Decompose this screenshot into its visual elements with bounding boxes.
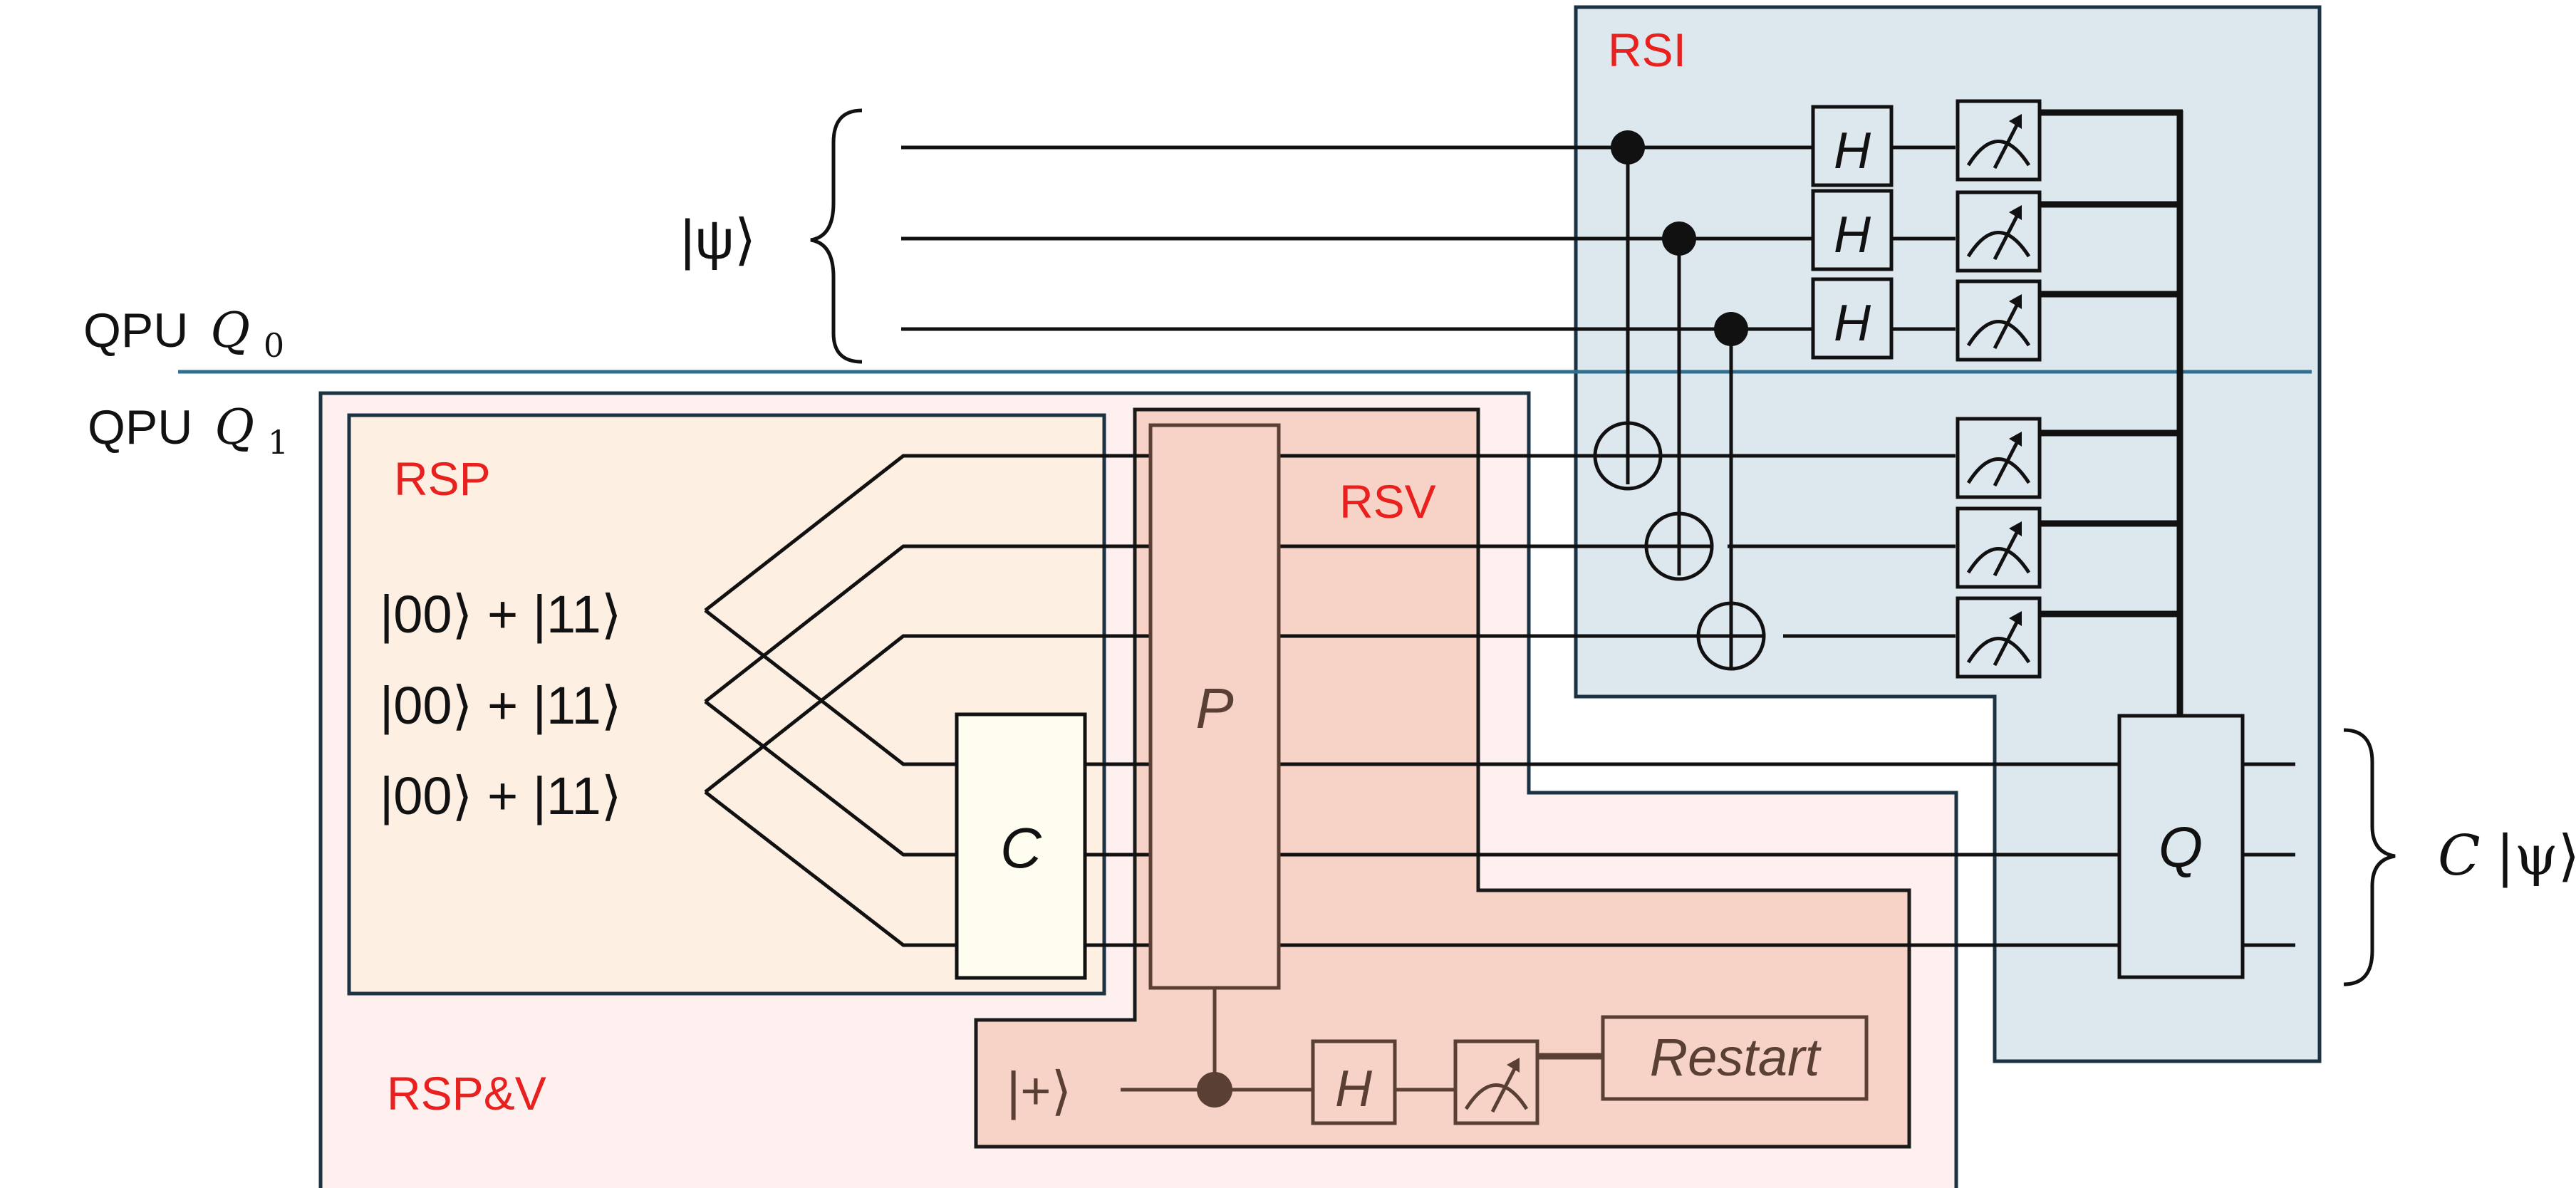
output-brace (2343, 728, 2396, 986)
bell-wire-3a (704, 634, 1740, 793)
svg-text:P: P (1195, 677, 1233, 740)
bell-wire-2a (704, 544, 1685, 703)
bell-state-2: |00⟩ + |11⟩ (380, 676, 622, 735)
measure-1-icon (1956, 99, 2042, 182)
input-brace (810, 108, 863, 364)
q-gate: Q (2117, 714, 2245, 979)
hadamard-gate-3: H (1811, 277, 1894, 360)
rsp-label: RSP (394, 452, 491, 505)
p-gate: P (1148, 423, 1281, 990)
rsi-label: RSI (1608, 24, 1686, 76)
bell-wire-3b (704, 791, 957, 947)
measure-5-icon (1956, 506, 2042, 589)
bell-state-3: |00⟩ + |11⟩ (380, 766, 622, 825)
bell-wire-2b (704, 700, 957, 857)
cnot-1-control (1611, 130, 1645, 165)
ancilla-hadamard-gate: H (1311, 1039, 1397, 1125)
svg-text:H: H (1834, 207, 1871, 264)
svg-text:C: C (1000, 816, 1042, 880)
svg-text:H: H (1335, 1061, 1373, 1117)
svg-text:Q: Q (2159, 816, 2203, 879)
cnot-3-target (1696, 601, 1766, 671)
hadamard-gate-2: H (1811, 189, 1894, 271)
svg-text:H: H (1834, 123, 1871, 179)
qpu0-label: QPU Q 0 (83, 303, 284, 365)
rsv-label: RSV (1339, 475, 1436, 528)
svg-text:Restart: Restart (1650, 1028, 1822, 1087)
measure-6-icon (1956, 596, 2042, 679)
controlled-p-control (1197, 1072, 1232, 1108)
bell-wire-1b (704, 609, 957, 766)
measure-2-icon (1956, 190, 2042, 273)
cnot-2-control (1662, 222, 1696, 256)
psi-input-label: |ψ⟩ (680, 208, 756, 271)
bell-state-1: |00⟩ + |11⟩ (380, 585, 622, 644)
ancilla-measure-icon (1453, 1039, 1539, 1125)
svg-text:H: H (1834, 295, 1871, 352)
output-state-label: C |ψ⟩ (2438, 824, 2576, 888)
cnot-2-target (1644, 511, 1714, 581)
hadamard-gate-1: H (1811, 105, 1894, 187)
bell-wire-1a (704, 454, 1656, 612)
rspv-label: RSP&V (387, 1067, 546, 1120)
c-gate: C (955, 712, 1087, 980)
measure-4-icon (1956, 417, 2042, 499)
qpu1-label: QPU Q 1 (88, 400, 289, 462)
plus-state-label: |+⟩ (1007, 1061, 1071, 1120)
restart-box: Restart (1601, 1015, 1869, 1101)
cnot-1-target (1593, 421, 1663, 491)
measure-3-icon (1956, 279, 2042, 362)
cnot-3-control (1714, 312, 1748, 346)
